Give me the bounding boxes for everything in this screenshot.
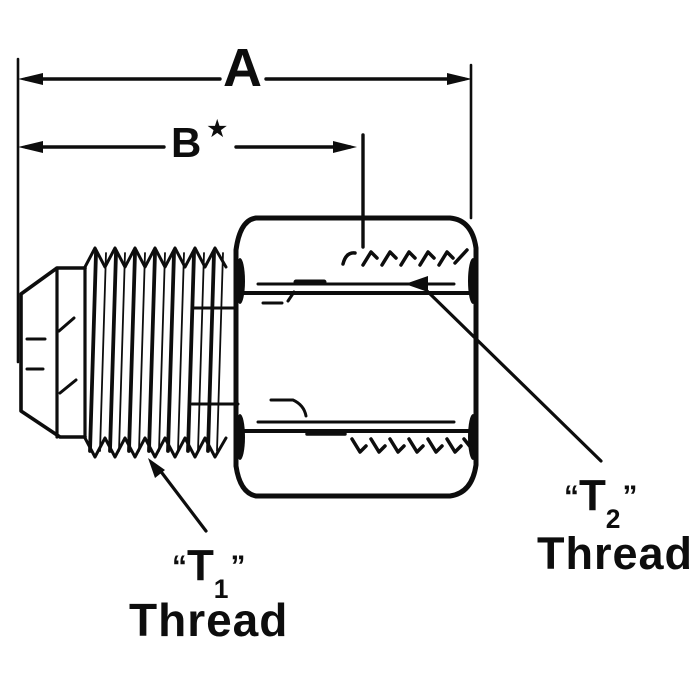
hex-body-outline bbox=[233, 215, 479, 499]
t1-label: “T1” bbox=[172, 541, 246, 603]
dim-a-label: A bbox=[223, 38, 263, 98]
t1-word: Thread bbox=[129, 594, 289, 646]
male-nose-outline bbox=[19, 266, 87, 439]
male-nose-edges bbox=[55, 266, 87, 439]
t1-subscript: 1 bbox=[213, 574, 230, 605]
dim-b-arrow-left-icon bbox=[18, 141, 43, 153]
dim-b-arrow-right-icon bbox=[333, 141, 357, 153]
male-thread-zigzag-bottom bbox=[83, 436, 228, 459]
t1-open-quote: “ bbox=[172, 550, 187, 584]
t2-label: “T2” bbox=[564, 471, 638, 533]
female-thread-marks-bottom bbox=[305, 432, 474, 454]
male-thread-zigzag-top bbox=[83, 246, 228, 269]
hex-chamfer-right-top bbox=[468, 258, 478, 304]
dim-a-arrow-right-icon bbox=[447, 73, 472, 85]
hex-chamfer-left-top bbox=[235, 258, 245, 304]
hex-chamfer-left-bottom bbox=[235, 414, 245, 460]
t1-letter: T bbox=[186, 541, 215, 590]
hex-sketch-ticks bbox=[261, 290, 308, 418]
female-thread-marks-top bbox=[341, 248, 469, 267]
t2-word: Thread bbox=[537, 528, 694, 579]
t2-leader-line bbox=[422, 286, 603, 463]
t2-close-quote: ” bbox=[622, 480, 638, 514]
hex-corner-lines bbox=[236, 291, 472, 433]
hex-chamfer-right-bottom bbox=[468, 414, 478, 460]
t1-leader-line bbox=[157, 467, 208, 533]
dim-a-arrow-left-icon bbox=[18, 73, 43, 85]
t2-subscript: 2 bbox=[605, 504, 622, 535]
t2-open-quote: “ bbox=[564, 480, 579, 514]
male-thread-hatching-thick bbox=[88, 251, 216, 453]
t2-leader-arrow-icon bbox=[405, 276, 428, 292]
junction-dashes bbox=[190, 306, 240, 406]
t1-leader-arrow-icon bbox=[148, 458, 165, 478]
male-nose-tick-marks bbox=[25, 316, 78, 395]
male-thread-hatching-thin bbox=[99, 252, 224, 452]
t1-close-quote: ” bbox=[230, 550, 246, 584]
t2-letter: T bbox=[578, 471, 607, 520]
dim-b-star-icon: ★ bbox=[206, 114, 229, 143]
dim-b-label: B bbox=[171, 119, 203, 166]
